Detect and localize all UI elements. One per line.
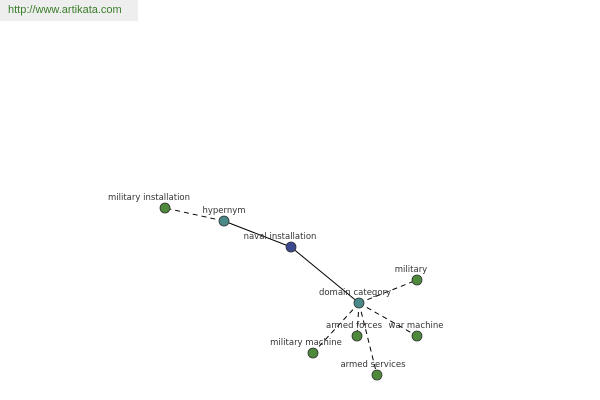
node-dot-naval-installation[interactable] [285,241,297,253]
node-label-military-machine[interactable]: military machine [270,338,342,348]
node-hypernym[interactable]: hypernym [202,206,246,227]
edge-naval-installation-to-hypernym [223,220,292,248]
node-armed-services[interactable]: armed services [340,360,406,381]
node-dot-domain-category[interactable] [353,297,365,309]
node-military-machine[interactable]: military machine [270,338,342,359]
node-label-military[interactable]: military [395,265,427,275]
edge-domain-category-to-armed-forces [356,302,360,337]
node-naval-installation[interactable]: naval installation [244,232,317,253]
node-military[interactable]: military [395,265,427,286]
node-dot-armed-services[interactable] [371,369,383,381]
site-url-banner[interactable]: http://www.artikata.com [0,0,138,21]
node-label-war-machine[interactable]: war machine [389,321,444,331]
edge-domain-category-to-military [358,279,418,304]
edge-hypernym-to-military-installation [164,207,225,222]
node-label-hypernym[interactable]: hypernym [202,206,245,216]
edge-naval-installation-to-domain-category [290,246,360,304]
node-label-military-installation[interactable]: military installation [108,193,190,203]
node-dot-military[interactable] [411,274,423,286]
edge-domain-category-to-military-machine [312,302,360,354]
node-war-machine[interactable]: war machine [389,321,444,342]
node-label-armed-forces[interactable]: armed forces [326,321,383,331]
edge-domain-category-to-armed-services [358,302,378,376]
edges-layer [164,207,418,376]
edge-domain-category-to-war-machine [358,302,418,337]
node-label-naval-installation[interactable]: naval installation [244,232,317,242]
nodes-layer: naval installation hypernym military insta… [108,193,444,381]
node-military-installation[interactable]: military installation [108,193,190,214]
node-label-armed-services[interactable]: armed services [340,360,406,370]
node-dot-military-installation[interactable] [159,202,171,214]
node-domain-category[interactable]: domain category [319,288,391,309]
node-label-domain-category[interactable]: domain category [319,288,391,298]
node-armed-forces[interactable]: armed forces [326,321,383,342]
node-dot-war-machine[interactable] [411,330,423,342]
node-dot-armed-forces[interactable] [351,330,363,342]
node-dot-military-machine[interactable] [307,347,319,359]
node-dot-hypernym[interactable] [218,215,230,227]
